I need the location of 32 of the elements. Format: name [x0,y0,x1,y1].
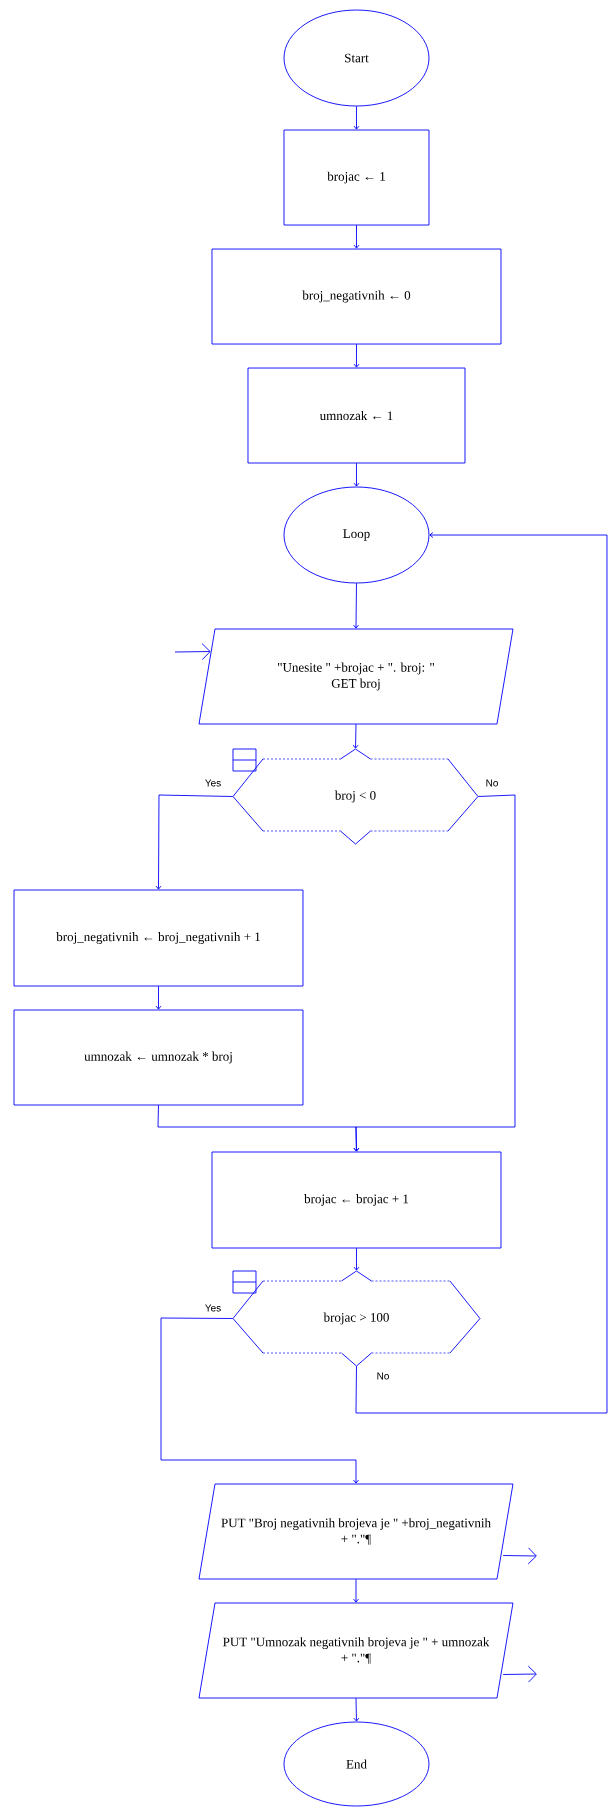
process-box: umnozak ← umnozak * broj [13,1009,304,1106]
process-box: broj_negativnih ← broj_negativnih + 1 [13,889,304,987]
arrow [174,643,211,661]
arrow [155,794,234,890]
arrow [355,532,608,1414]
arrow [353,343,360,368]
arrow [353,1578,359,1603]
arrow [353,105,360,130]
edge-label: Yes [203,778,223,788]
io-parallelogram: PUT "Umnozak negativnih brojeva je " + umnozak + "."¶ [198,1602,514,1699]
process-box: umnozak ← 1 [247,367,466,464]
arrow [353,462,360,487]
arrow [502,1547,537,1565]
arrow [353,1247,360,1271]
arrow [353,582,359,629]
edge-label: No [484,778,500,788]
decision-hexagon: brojac > 100 [232,1270,481,1367]
io-parallelogram: PUT "Broj negativnih brojeva je " +broj_negativnih + "."¶ [198,1483,514,1580]
edge-label: Yes [203,1303,223,1313]
process-box: brojac ← brojac + 1 [211,1151,502,1249]
arrow [352,723,359,749]
process-box: broj_negativnih ← 0 [211,248,502,345]
io-parallelogram: "Unesite " +brojac + ". broj: " GET broj [198,628,514,725]
arrow [353,1697,360,1722]
arrow [353,224,360,249]
decision-hexagon: broj < 0 [232,748,479,845]
edge-label: No [375,1371,391,1381]
arrow [160,1317,359,1484]
process-box: brojac ← 1 [283,129,430,226]
arrow [155,985,162,1010]
arrow [157,1104,360,1152]
arrow [502,1665,537,1683]
